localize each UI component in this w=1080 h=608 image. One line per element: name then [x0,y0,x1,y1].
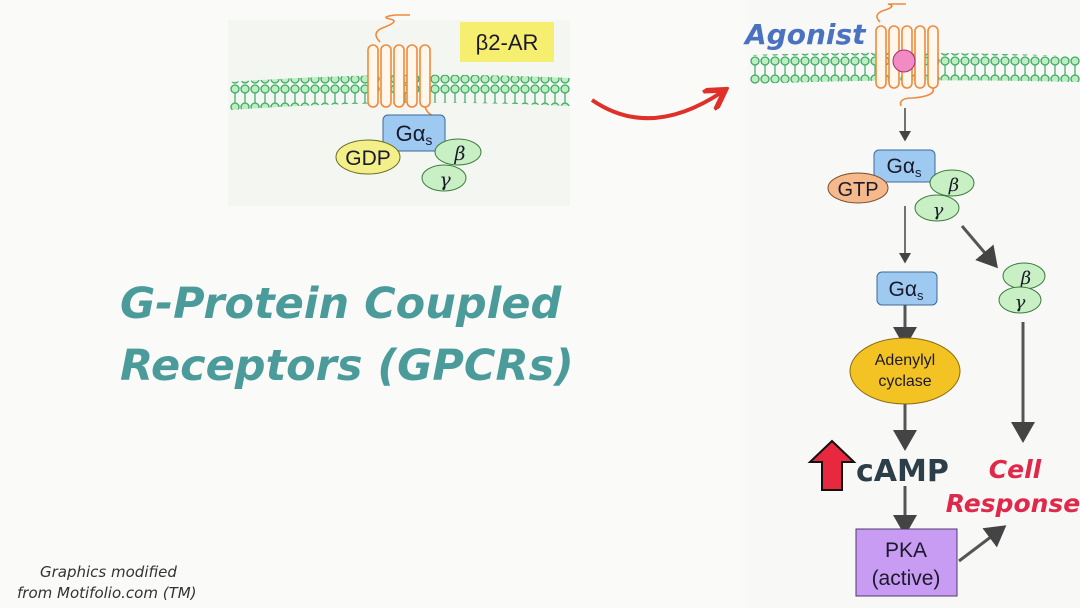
gamma-free [998,286,1042,314]
g-alpha-free [876,271,938,306]
beta-subunit [434,138,482,166]
beta-label: β [948,175,959,196]
gdp-label: GDP [345,147,391,170]
increase-arrow-icon [807,439,857,491]
g-alpha-subunit [382,114,446,152]
pka-box [855,528,958,597]
receptor-label: β2-AR [476,30,539,55]
credit-line-2: from Motifolio.com (TM) [17,584,197,602]
receptor-icon [875,3,939,107]
title-line-1: G-Protein Coupled [120,279,563,329]
receptor-icon [367,14,436,117]
pka-line-2: (active) [872,567,941,590]
credit-line-1: Graphics modified [40,563,177,581]
gdp-molecule [335,139,401,175]
beta-label: β [454,143,466,165]
adenylyl-cyclase [849,337,961,405]
agonist-ligand [892,49,916,73]
cell-response-line-1: Cell [989,455,1042,484]
adenylyl-cyclase-line-1: Adenylyl [875,352,935,369]
active-pathway-panel: Agonist Gαs GTP β γ Gαs β γ Adenylyl cyc… [743,0,1080,608]
gamma-subunit [421,164,467,192]
g-alpha-label: Gαs [396,121,433,148]
pka-line-1: PKA [885,539,927,562]
g-alpha-free-label: Gαs [889,278,924,303]
beta-free-label: β [1020,268,1031,289]
camp-label: cAMP [856,454,949,489]
gamma-subunit [914,194,960,222]
adenylyl-cyclase-line-2: cyclase [878,373,931,390]
gamma-label: γ [439,169,451,191]
g-alpha-subunit-active [873,149,936,183]
beta-subunit [929,169,975,197]
title-line-2: Receptors (GPCRs) [120,341,574,391]
activation-arrow [590,92,722,121]
gtp-label: GTP [837,179,878,201]
g-alpha-label: Gαs [887,155,922,180]
agonist-label: Agonist [743,18,867,51]
cell-response-line-2: Response [946,489,1080,518]
receptor-label-box [460,22,554,62]
arrow-to-free-beta-gamma [960,225,998,269]
inactive-receptor-panel: β2-AR Gαs GDP β γ [228,14,570,206]
gamma-free-label: γ [1015,292,1026,313]
gamma-label: γ [933,200,944,221]
gtp-molecule [827,172,889,204]
arrow-pka-to-response [958,525,1007,563]
